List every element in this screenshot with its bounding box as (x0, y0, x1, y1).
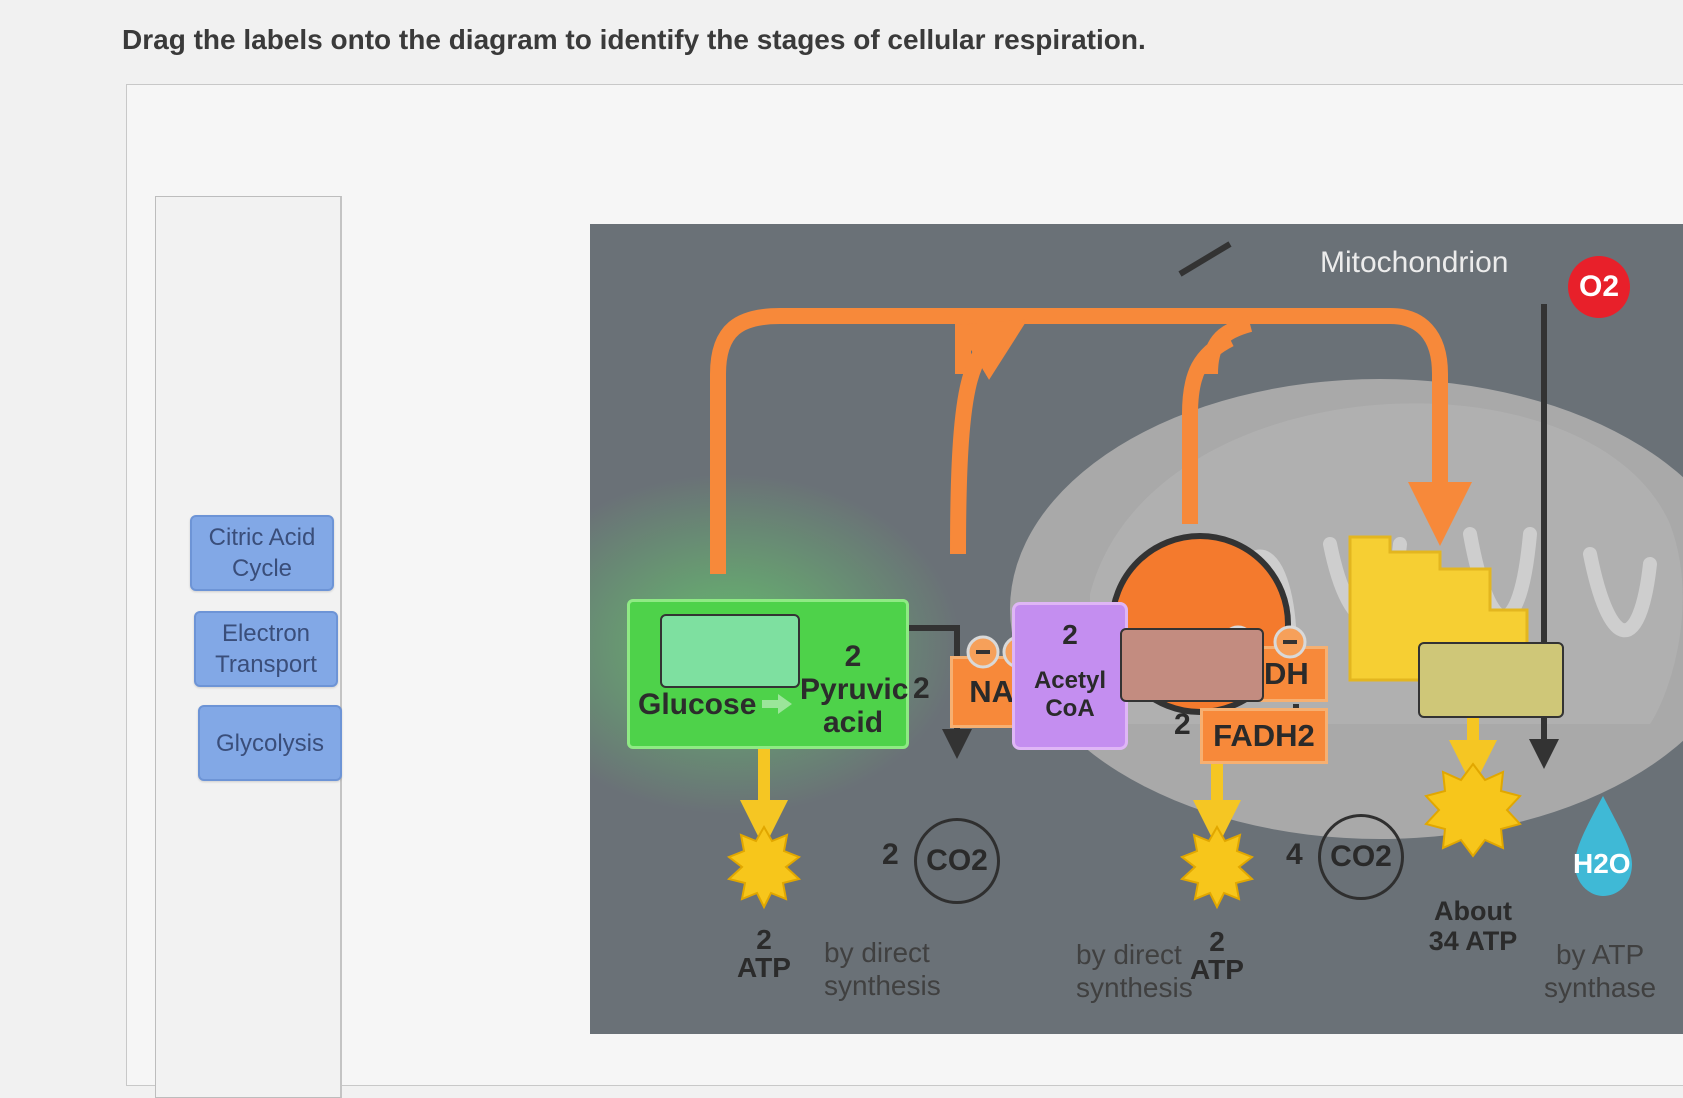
atp-burst-3 (1424, 762, 1522, 858)
oxygen-badge: O2 (1568, 256, 1630, 318)
about-line2: 34 ATP (1428, 926, 1518, 956)
caption-by-atp: by ATP (1555, 939, 1645, 970)
water-label: H2O (1573, 848, 1631, 879)
about-34-atp-label: About 34 ATP (1403, 896, 1543, 956)
glucose-label: Glucose (638, 688, 757, 721)
pyruvic-acid-label: 2 Pyruvic acid (800, 640, 909, 739)
co2-count-2: 4 (1286, 838, 1303, 871)
instruction-text: Drag the labels onto the diagram to iden… (122, 24, 1146, 55)
arrow-right-icon (762, 692, 792, 716)
dropzone-glycolysis[interactable] (660, 614, 800, 688)
label-glycolysis[interactable]: Glycolysis (198, 705, 342, 781)
caption-atp-synthase: by ATP synthase (1544, 938, 1656, 1004)
respiration-diagram: Mitochondrion O2 2 NADH 2 NADH 6 NADH 2 … (590, 224, 1683, 1034)
atp-burst-2 (1179, 824, 1255, 910)
caption-direct-synthesis-1: by direct synthesis (824, 936, 941, 1002)
water-drop (1575, 796, 1632, 896)
caption-by-direct-2: by direct (1076, 939, 1182, 970)
acetyl-line1: Acetyl (1033, 667, 1107, 694)
mitochondrion-label: Mitochondrion (1320, 246, 1509, 279)
dropzone-citric-acid-cycle[interactable] (1120, 628, 1264, 702)
co2-count-1: 2 (882, 838, 899, 871)
atp-count-2: 2 (1209, 926, 1225, 957)
about-line1: About (1434, 896, 1512, 926)
label-citric-acid-cycle[interactable]: Citric Acid Cycle (190, 515, 334, 591)
atp-label-1: 2 ATP (714, 926, 814, 982)
caption-by-direct-1: by direct (824, 937, 930, 968)
co2-circle-1: CO2 (914, 818, 1000, 904)
acetyl-coa-box: 2 Acetyl CoA (1012, 602, 1128, 750)
nadh-pyruvate-count: 2 (913, 672, 930, 705)
atp-text-1: ATP (737, 952, 791, 983)
pyruvic-count: 2 (844, 640, 862, 673)
pyruvic-line2: acid (822, 706, 884, 739)
atp-burst-1 (726, 824, 802, 910)
atp-count-1: 2 (756, 924, 772, 955)
glycolysis-box: Glucose 2 Pyruvic acid (627, 599, 909, 749)
fadh2-box: FADH2 (1200, 708, 1328, 764)
caption-direct-synthesis-2: by direct synthesis (1076, 938, 1193, 1004)
caption-synthase: synthase (1544, 972, 1657, 1003)
atp-label-2: 2 ATP (1167, 928, 1267, 984)
label-electron-transport[interactable]: Electron Transport (194, 611, 338, 687)
co2-circle-2: CO2 (1318, 814, 1404, 900)
label-bank: Citric Acid Cycle Electron Transport Gly… (155, 196, 342, 1098)
acetyl-count: 2 (1062, 619, 1078, 650)
caption-synthesis-2: synthesis (1076, 972, 1193, 1003)
pyruvic-line1: Pyruvic (800, 673, 909, 706)
atp-text-2: ATP (1190, 954, 1244, 985)
fadh2-count: 2 (1174, 708, 1191, 741)
dropzone-electron-transport[interactable] (1418, 642, 1564, 718)
acetyl-line2: CoA (1045, 695, 1095, 722)
caption-synthesis-1: synthesis (824, 970, 941, 1001)
